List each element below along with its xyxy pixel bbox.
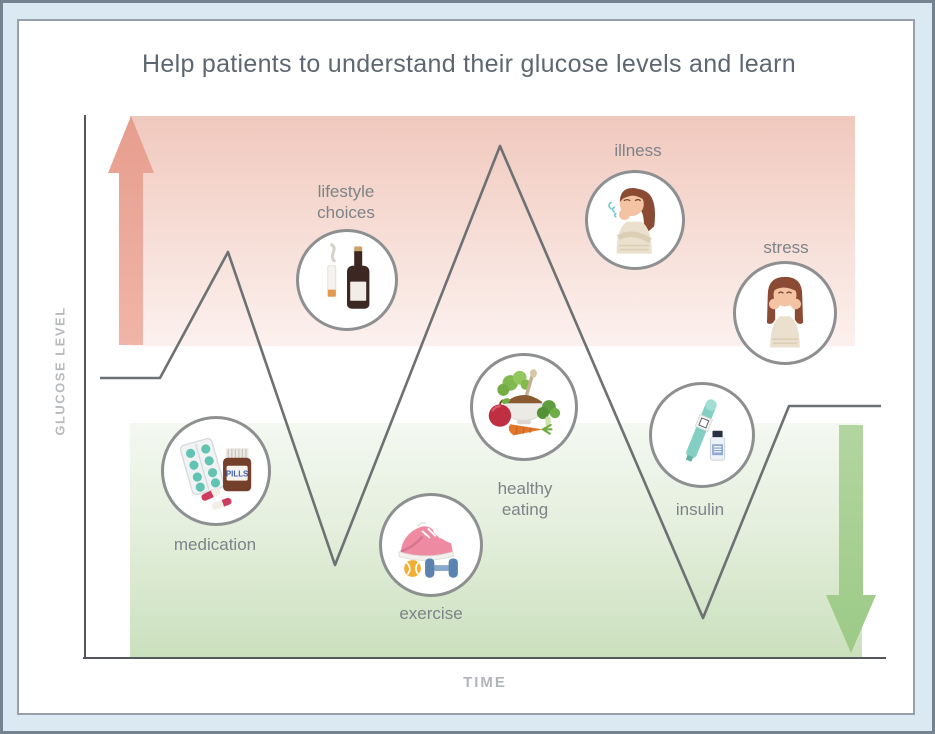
illness-label: illness [614,141,662,160]
exercise-circle [379,493,483,597]
stress-circle [733,261,837,365]
y-axis-line [84,115,86,659]
sneaker-ball-dumbbell-icon [398,521,458,578]
pill-bottle-label: PILLS [226,469,248,478]
illness-circle [585,170,685,270]
insulin-circle [649,382,755,488]
lifestyle-choices-circle [296,229,398,331]
y-axis-label: GLUCOSE LEVEL [52,306,68,436]
insulin-pen-vial-icon [685,399,726,462]
insulin-label: insulin [675,500,725,519]
page-title: Help patients to understand their glucos… [142,50,796,78]
medication-circle: PILLS [161,416,271,526]
x-axis-line [83,657,886,659]
medication-label: medication [173,535,257,554]
pills-and-bottle-icon: PILLS [179,437,252,510]
lifestyle-choices-label: lifestyle choices [317,182,375,223]
cigarette-and-wine-bottle-icon [327,243,370,309]
healthy-eating-label: healthy eating [497,479,553,520]
coughing-woman-icon [608,188,655,254]
x-axis-label: TIME [463,674,507,691]
stress-label: stress [763,238,809,257]
exercise-label: exercise [399,604,463,623]
worried-woman-icon [766,276,804,348]
vegetables-bowl-icon [488,369,561,436]
healthy-eating-circle [470,353,578,461]
